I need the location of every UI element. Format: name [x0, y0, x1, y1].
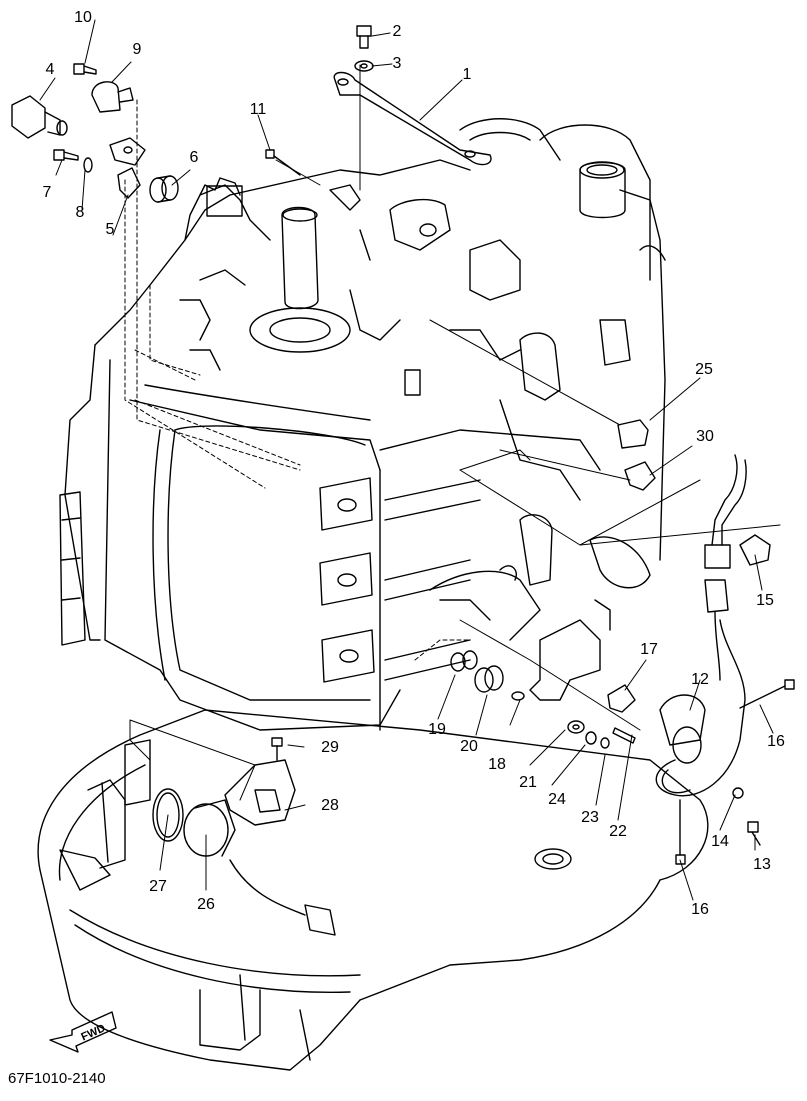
part-18-plate: [511, 619, 601, 701]
callout-29: 29: [321, 739, 339, 756]
part-5-clip: [109, 137, 146, 199]
callout-12: 12: [691, 671, 709, 688]
part-7-bolt: [53, 149, 79, 161]
power-head-block: [59, 194, 601, 731]
part-26-sensor: [183, 799, 336, 936]
part-30-holder: [624, 461, 656, 491]
callout-26: 26: [197, 896, 215, 913]
callout-19: 19: [428, 721, 446, 738]
part-23-washer: [600, 737, 610, 749]
part-1-bracket: [333, 71, 492, 166]
callout-2: 2: [392, 23, 402, 40]
part-3-washer: [354, 60, 374, 72]
callout-30: 30: [696, 428, 714, 445]
location-lines: [124, 99, 471, 661]
part-10-bolt: [73, 63, 97, 75]
part-21-collar: [567, 720, 585, 734]
wire-harness: [704, 454, 747, 681]
callout-10: 10: [74, 9, 92, 26]
callout-24: 24: [548, 791, 566, 808]
part-17-clip: [607, 684, 636, 713]
callout-5: 5: [105, 221, 115, 238]
part-11-tie: [265, 149, 301, 176]
part-4-sensor: [11, 95, 68, 139]
callout-13: 13: [753, 856, 771, 873]
part-28-cover: [224, 759, 296, 826]
callout-25: 25: [695, 361, 713, 378]
callout-3: 3: [392, 55, 402, 72]
engine-top-details: [179, 118, 666, 641]
part-22-screw: [612, 727, 636, 744]
part-6-grommet: [149, 175, 179, 203]
part-9-clamp: [91, 81, 134, 113]
part-19-spacer: [450, 650, 478, 672]
part-20-grommet: [474, 665, 504, 693]
callout-6: 6: [189, 149, 199, 166]
callout-17: 17: [640, 641, 658, 658]
callout-20: 20: [460, 738, 478, 755]
callout-14: 14: [711, 833, 729, 850]
callout-28: 28: [321, 797, 339, 814]
callout-23: 23: [581, 809, 599, 826]
callout-4: 4: [45, 61, 55, 78]
part-24-washer: [585, 731, 597, 745]
part-27-oring: [152, 788, 184, 842]
callout-8: 8: [75, 204, 85, 221]
document-id: 67F1010-2140: [8, 1070, 106, 1087]
leader-lines: [39, 19, 781, 901]
callout-7: 7: [42, 184, 52, 201]
callout-21: 21: [519, 774, 537, 791]
part-14-washer: [732, 787, 744, 799]
part-15-holder: [739, 534, 771, 566]
part-2-bolt: [356, 25, 372, 49]
callout-22: 22: [609, 823, 627, 840]
bottom-cowling: [37, 709, 709, 1071]
callout-16: 16: [767, 733, 785, 750]
callout-15: 15: [756, 592, 774, 609]
callout-11: 11: [249, 101, 267, 118]
callout-27: 27: [149, 878, 167, 895]
part-8-washer: [83, 157, 93, 173]
fwd-arrow-icon: [49, 1011, 117, 1053]
part-16-ties: [675, 679, 795, 865]
callout-18: 18: [488, 756, 506, 773]
part-13-bolt: [747, 821, 761, 846]
callout-16b: 16: [691, 901, 709, 918]
callout-9: 9: [132, 41, 142, 58]
part-25-sensor: [617, 419, 649, 449]
part-12-sensor-harness: [655, 619, 746, 797]
part-29-bolt: [271, 737, 283, 761]
callout-1: 1: [462, 66, 472, 83]
